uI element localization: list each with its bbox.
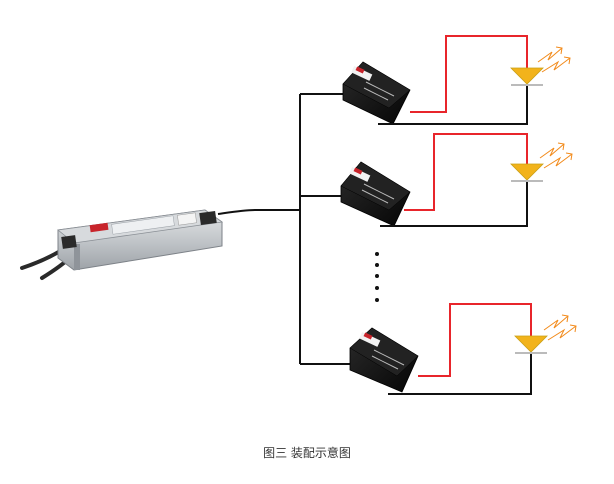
led-driver-module-icon (340, 161, 411, 227)
led-negative-wire-1 (378, 84, 528, 125)
light-emission-arrows-icon (537, 46, 571, 73)
vertical-ellipsis-icon (375, 252, 379, 302)
led-positive-wire-2 (404, 133, 528, 211)
psu-output-wire (217, 209, 300, 215)
wiring-diagram (20, 35, 577, 395)
figure-caption: 图三 装配示意图 (263, 446, 351, 460)
led-diode-icon (510, 163, 544, 182)
led-positive-wire-3 (418, 303, 532, 377)
led-driver-module-icon (349, 327, 419, 393)
led-negative-wire-3 (388, 352, 532, 395)
light-emission-arrows-icon (539, 142, 573, 169)
light-emission-arrows-icon (543, 314, 577, 341)
led-negative-wire-2 (380, 181, 528, 227)
led-positive-wire-1 (410, 35, 528, 113)
led-diode-icon (510, 67, 544, 86)
led-power-supply-icon (57, 209, 224, 271)
led-driver-module-icon (342, 61, 411, 125)
led-diode-icon (514, 335, 548, 354)
